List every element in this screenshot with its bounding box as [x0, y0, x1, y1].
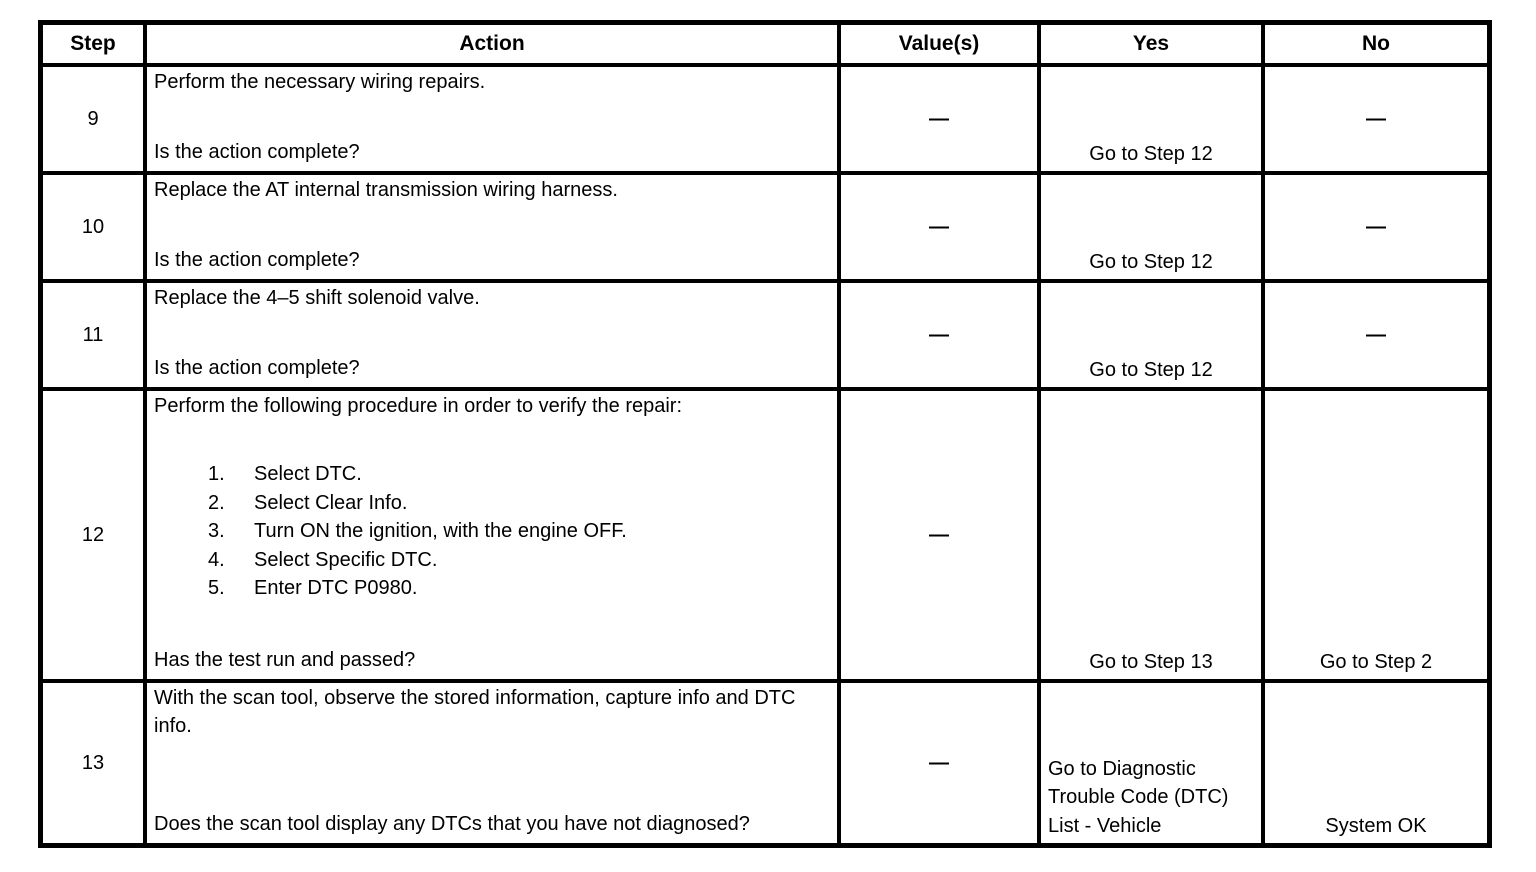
action-description: Perform the necessary wiring repairs.	[154, 71, 486, 93]
action-cell: Replace the AT internal transmission wir…	[147, 175, 837, 279]
header-action: Action	[147, 25, 837, 63]
value-cell: —	[841, 391, 1037, 679]
list-item: Select Clear Info.	[208, 489, 408, 518]
step-cell: 13	[43, 683, 143, 843]
step-cell: 10	[43, 175, 143, 279]
action-question: Does the scan tool display any DTCs that…	[154, 812, 750, 835]
list-item: Select Specific DTC.	[208, 546, 438, 575]
step-cell: 9	[43, 67, 143, 171]
diagnostic-table: Step Action Value(s) Yes No 9 Perform th…	[38, 20, 1492, 848]
action-cell: Perform the necessary wiring repairs. Is…	[147, 67, 837, 171]
list-item: Enter DTC P0980.	[208, 574, 418, 603]
action-cell: Perform the following procedure in order…	[147, 391, 837, 679]
yes-cell: Go to Step 12	[1041, 67, 1261, 171]
action-list: Select DTC. Select Clear Info. Turn ON t…	[154, 460, 827, 602]
no-cell: —	[1265, 175, 1487, 279]
no-cell: System OK	[1265, 683, 1487, 843]
no-cell: Go to Step 2	[1265, 391, 1487, 679]
header-yes: Yes	[1041, 25, 1261, 63]
header-values: Value(s)	[841, 25, 1037, 63]
step-cell: 11	[43, 283, 143, 387]
value-cell: —	[841, 283, 1037, 387]
header-no: No	[1265, 25, 1487, 63]
action-description: With the scan tool, observe the stored i…	[154, 687, 796, 738]
header-step: Step	[43, 25, 143, 63]
step-cell: 12	[43, 391, 143, 679]
action-question: Is the action complete?	[154, 356, 360, 379]
action-question: Has the test run and passed?	[154, 648, 416, 671]
yes-cell: Go to Step 12	[1041, 283, 1261, 387]
action-cell: Replace the 4–5 shift solenoid valve. Is…	[147, 283, 837, 387]
no-cell: —	[1265, 67, 1487, 171]
yes-cell: Go to Step 12	[1041, 175, 1261, 279]
no-cell: —	[1265, 283, 1487, 387]
action-description: Replace the 4–5 shift solenoid valve.	[154, 287, 480, 309]
yes-cell: Go to Diagnostic Trouble Code (DTC) List…	[1041, 683, 1261, 843]
value-cell: —	[841, 67, 1037, 171]
yes-cell: Go to Step 13	[1041, 391, 1261, 679]
action-cell: With the scan tool, observe the stored i…	[147, 683, 837, 843]
value-cell: —	[841, 175, 1037, 279]
action-question: Is the action complete?	[154, 248, 360, 271]
action-description: Replace the AT internal transmission wir…	[154, 179, 618, 201]
action-question: Is the action complete?	[154, 140, 360, 163]
list-item: Turn ON the ignition, with the engine OF…	[208, 517, 627, 546]
value-cell: —	[841, 683, 1037, 843]
action-description: Perform the following procedure in order…	[154, 395, 683, 417]
list-item: Select DTC.	[208, 460, 362, 489]
